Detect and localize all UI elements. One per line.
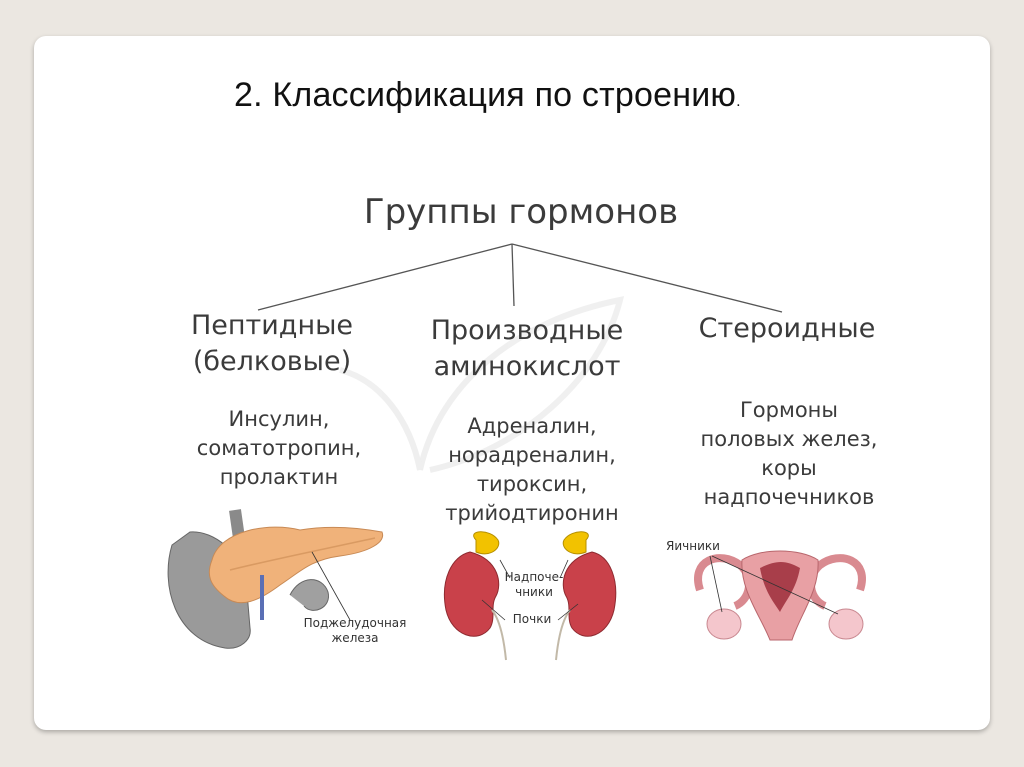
group-label-peptide: Пептидные (белковые) — [158, 308, 386, 380]
connector-middle — [511, 243, 515, 307]
example-line: трийодтиронин — [445, 501, 619, 525]
tree-root-title: Группы гормонов — [363, 192, 679, 232]
example-line: половых желез, — [700, 427, 878, 451]
group-label-line: Производные — [430, 315, 624, 346]
example-line: Гормоны — [740, 398, 838, 422]
slide-title-text: 2. Классификация по строению — [234, 76, 737, 114]
example-line: Инсулин, — [228, 407, 330, 431]
example-line: Адреналин, — [467, 414, 597, 438]
ovary-caption: Яичники — [666, 539, 720, 553]
pancreas-illustration — [167, 509, 384, 649]
example-line: надпочечников — [703, 485, 875, 509]
example-line: коры — [761, 456, 817, 480]
example-line: пролактин — [219, 465, 339, 489]
group-label-line: Стероидные — [698, 313, 876, 344]
group-label-line: (белковые) — [192, 346, 352, 377]
tree-connectors — [257, 243, 783, 313]
adrenal-caption: Надпоче- чники — [494, 570, 574, 600]
connector-left — [257, 243, 513, 311]
kidneys-illustration — [444, 531, 617, 661]
example-line: норадреналин, — [448, 443, 616, 467]
kidney-caption: Почки — [512, 612, 552, 626]
slide-title-dot: . — [736, 93, 741, 110]
example-line: тироксин, — [476, 472, 588, 496]
group-examples-steroid: Гормоны половых желез, коры надпочечнико… — [676, 396, 902, 512]
caption-line: Надпоче- — [504, 570, 564, 584]
caption-line: Поджелудочная — [303, 616, 407, 630]
pancreas-caption: Поджелудочная железа — [290, 616, 420, 646]
uterus-illustration — [694, 550, 866, 641]
group-examples-peptide: Инсулин, соматотропин, пролактин — [152, 405, 406, 492]
connector-right — [511, 243, 783, 313]
caption-line: железа — [331, 631, 379, 645]
leaf-watermark-icon — [339, 296, 625, 473]
group-label-line: аминокислот — [433, 351, 621, 382]
caption-line: чники — [515, 585, 553, 599]
group-label-steroid: Стероидные — [674, 311, 900, 347]
example-line: соматотропин, — [196, 436, 362, 460]
slide-title: 2. Классификация по строению. — [234, 76, 741, 115]
group-label-line: Пептидные — [190, 310, 354, 341]
group-examples-amino-acid: Адреналин, норадреналин, тироксин, трийо… — [412, 412, 652, 528]
group-label-amino-acid: Производные аминокислот — [404, 313, 650, 385]
